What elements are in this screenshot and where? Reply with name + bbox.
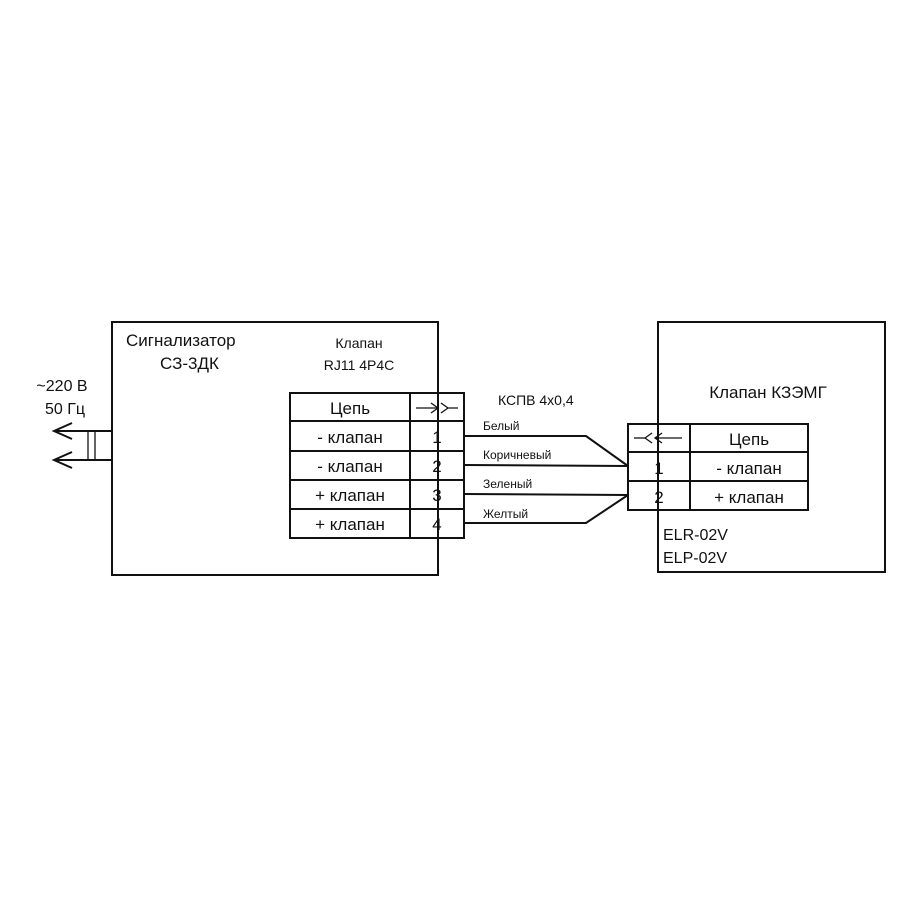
power-input-arrows-icon	[51, 422, 112, 469]
cable-wires	[463, 435, 629, 524]
left-row-pin: 1	[432, 428, 441, 447]
wire-label-green: Зеленый	[483, 477, 532, 491]
valve-title: Клапан КЗЭМГ	[709, 383, 827, 402]
left-row-pin: 2	[432, 457, 441, 476]
connector-title: Клапан	[335, 335, 382, 351]
socket-connector-icon	[634, 432, 682, 444]
plug-connector-icon	[416, 402, 458, 414]
right-row-circuit: - клапан	[716, 459, 781, 478]
signalizer-box	[111, 321, 439, 576]
right-pin-table: Цепь 1 - клапан 2 + клапан	[627, 423, 809, 511]
wire-label-white: Белый	[483, 419, 519, 433]
connector-type: RJ11 4P4C	[324, 357, 395, 373]
signalizer-model: СЗ-3ДК	[160, 354, 219, 373]
left-row-circuit: - клапан	[317, 428, 382, 447]
wire-label-brown: Коричневый	[483, 448, 551, 462]
signalizer-title: Сигнализатор	[126, 331, 236, 350]
left-row-circuit: - клапан	[317, 457, 382, 476]
left-header-circuit: Цепь	[330, 399, 370, 418]
valve-box	[657, 321, 886, 573]
valve-model: ELP-02V	[663, 550, 727, 567]
right-header-circuit: Цепь	[729, 430, 769, 449]
valve-model: ELR-02V	[663, 527, 728, 544]
wire-label-yellow: Желтый	[483, 507, 528, 521]
cable-name: КСПВ 4х0,4	[498, 392, 574, 408]
left-row-pin: 3	[432, 486, 441, 505]
left-row-pin: 4	[432, 515, 441, 534]
left-row-circuit: + клапан	[315, 486, 385, 505]
right-row-circuit: + клапан	[714, 488, 784, 507]
right-row-pin: 2	[654, 488, 663, 507]
power-voltage: ~220 В	[36, 378, 87, 395]
left-pin-table: Цепь - клапан 1 - клапан 2 + клапан 3 + …	[289, 392, 465, 539]
left-row-circuit: + клапан	[315, 515, 385, 534]
power-frequency: 50 Гц	[45, 401, 85, 418]
right-row-pin: 1	[654, 459, 663, 478]
